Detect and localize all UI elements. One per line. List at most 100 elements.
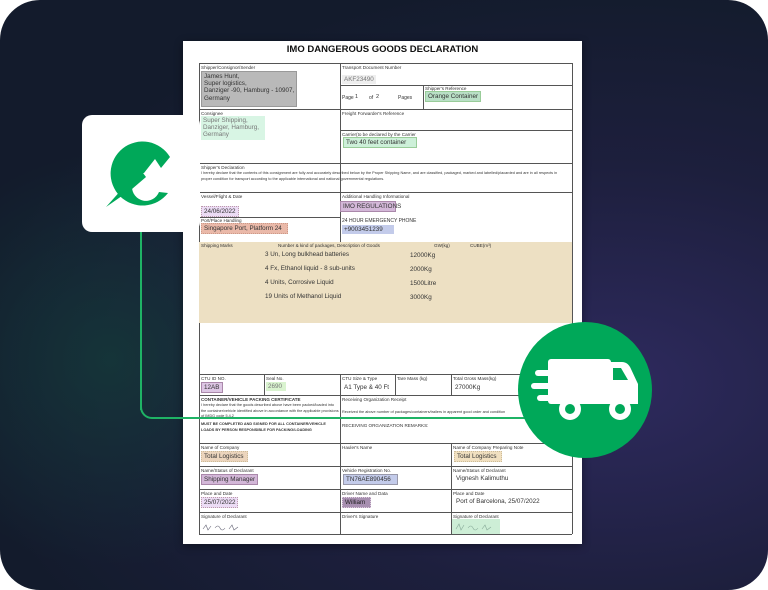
brand-logo-icon <box>106 141 170 207</box>
connector-line-vertical <box>140 232 142 410</box>
divider <box>199 489 572 490</box>
carrier-field[interactable]: Two 40 feet container <box>343 137 417 149</box>
page-label: Page <box>342 95 354 101</box>
goods-row-gw: 2000Kg <box>410 266 432 273</box>
divider <box>199 534 572 535</box>
receipt-label: Receiving Organization Receipt <box>342 397 407 402</box>
shipper-ref-label: Shipper's Reference <box>425 86 467 91</box>
declarant2-field[interactable]: Vignesh Kalimuthu <box>456 475 509 482</box>
divider <box>264 374 265 395</box>
divider <box>199 163 572 164</box>
place2-label: Place and Date <box>453 491 485 496</box>
goods-row-description: 3 Un, Long bulkhead batteries <box>265 251 350 258</box>
seal-field[interactable]: 2690 <box>266 382 286 392</box>
hauler-label: Hauler's Name <box>342 445 373 450</box>
goods-row-gw: 3000Kg <box>410 294 432 301</box>
goods-row-description: 4 Fx, Ethanol liquid - 8 sub-units <box>265 265 355 272</box>
divider <box>451 443 452 534</box>
dangerous-goods-declaration-document: IMO DANGEROUS GOODS DECLARATION Shipper/… <box>183 41 582 544</box>
declaration-label: Shipper's Declaration <box>201 165 245 170</box>
goods-header-marks: Shipping Marks <box>201 243 233 248</box>
place2-field[interactable]: Port of Barcelona, 25/07/2022 <box>456 498 540 505</box>
declarant-field[interactable]: Shipping Manager <box>201 474 258 486</box>
company-label: Name of Company <box>201 445 240 450</box>
additional-field[interactable]: IMO REGULATIONS <box>340 201 401 213</box>
tare-label: Tare Mass (kg) <box>397 376 428 381</box>
divider <box>423 85 424 109</box>
driver-label: Driver Name and Data <box>342 491 388 496</box>
connector-line-curve <box>140 400 154 419</box>
remarks-label: RECEIVING ORGANIZATION REMARKS: <box>342 423 429 428</box>
divider <box>340 63 341 242</box>
divider <box>199 217 340 218</box>
port-label: Port/Place Handling <box>201 218 242 223</box>
declaration-text: I hereby declare that the contents of th… <box>201 171 558 181</box>
declarant-label: Name/Status of Declarant <box>201 468 254 473</box>
declarant2-label: Name/Status of Declarant <box>453 468 506 473</box>
ctu-size-label: CTU Size & Type <box>342 376 378 381</box>
transport-doc-label: Transport Document Number <box>342 65 402 70</box>
page-number[interactable]: 1 <box>355 94 359 100</box>
divider <box>199 192 572 193</box>
divider <box>199 512 572 513</box>
carrier-label: Carrier(to be declared by the Carrier <box>342 132 416 137</box>
place-field[interactable]: 25/07/2022 <box>201 497 238 509</box>
company-note-label: Name of Company Preparing Note <box>453 445 524 450</box>
vehicle-label: Vehicle Registration No. <box>342 468 392 473</box>
goods-header-cube: CUBE(m³) <box>470 243 492 248</box>
divider <box>199 395 572 396</box>
company-field[interactable]: Total Logistics <box>201 451 248 463</box>
consignee-label: Consignee <box>201 111 223 116</box>
delivery-truck-icon <box>531 359 638 420</box>
pages-label: Pages <box>398 95 413 101</box>
consignee-field[interactable]: Super Shipping,Danziger, Hamburg,Germany <box>201 116 265 140</box>
seal-label: Seal No. <box>266 376 284 381</box>
vessel-date-field[interactable]: 24/06/2022 <box>201 206 239 218</box>
vehicle-field[interactable]: TN76AE890456 <box>343 474 398 486</box>
shipper-ref-field[interactable]: Orange Container <box>425 91 482 103</box>
ctu-size-field[interactable]: A1 Type & 40 Ft <box>344 384 390 391</box>
company-note-field[interactable]: Total Logistics <box>454 451 502 463</box>
receipt-text: Received the above number of packages/co… <box>342 410 506 414</box>
signature-image <box>202 524 239 531</box>
cert-label: CONTAINER/VEHICLE PACKING CERTIFICATE <box>201 397 301 402</box>
goods-row-description: 19 Units of Methanol Liquid <box>265 293 342 300</box>
goods-header-description: Number & kind of packages, Description o… <box>278 243 380 248</box>
divider <box>572 63 573 534</box>
goods-header-gw: GW(kg) <box>434 243 450 248</box>
shipper-field[interactable]: James Hunt,Super logistics,Danziger -90,… <box>201 71 297 107</box>
goods-row-description: 4 Units, Corrosive Liquid <box>265 279 334 286</box>
divider <box>340 85 572 86</box>
divider <box>395 374 396 395</box>
shipper-label: Shipper/Consignor/Sender <box>201 65 256 70</box>
gross-label: Total Gross Mass(kg) <box>453 376 497 381</box>
signature-label: Signature of Declarant <box>201 514 247 519</box>
divider <box>340 374 341 534</box>
signature-image <box>455 523 492 531</box>
divider <box>451 374 452 395</box>
divider <box>199 466 572 467</box>
divider <box>199 443 572 444</box>
goods-row-gw: 12000Kg <box>410 252 436 259</box>
emergency-field[interactable]: +9003451239 <box>342 225 394 235</box>
freight-ref-label: Freight Forwarder's Reference <box>342 111 405 116</box>
page-total[interactable]: 2 <box>376 94 380 100</box>
port-field[interactable]: Singapore Port, Platform 24 <box>201 223 288 235</box>
transport-doc-field[interactable]: AKF23490 <box>342 75 376 85</box>
cert-text: I hereby declare that the goods describe… <box>201 403 339 418</box>
connector-line-horizontal <box>152 417 562 419</box>
gross-field[interactable]: 27000Kg <box>455 384 481 391</box>
divider <box>340 130 572 131</box>
goods-row-gw: 1500Litre <box>410 280 437 287</box>
ctu-id-field[interactable]: 12AB <box>201 382 223 394</box>
cert-must-text: MUST BE COMPLETED AND SIGNED FOR ALL CON… <box>201 422 326 432</box>
document-title: IMO DANGEROUS GOODS DECLARATION <box>286 44 479 55</box>
ctu-id-label: CTU ID NO. <box>201 376 226 381</box>
signature2-field[interactable] <box>452 519 500 534</box>
signature2-label: Signature of Declarant <box>453 514 499 519</box>
driver-signature-label: Driver's Signature <box>342 514 379 519</box>
goods-section <box>199 242 572 323</box>
driver-field[interactable]: William <box>342 497 371 509</box>
vessel-label: Vessel/Flight & Date <box>201 194 243 199</box>
emergency-label: 24 HOUR EMERGENCY PHONE <box>342 218 417 224</box>
